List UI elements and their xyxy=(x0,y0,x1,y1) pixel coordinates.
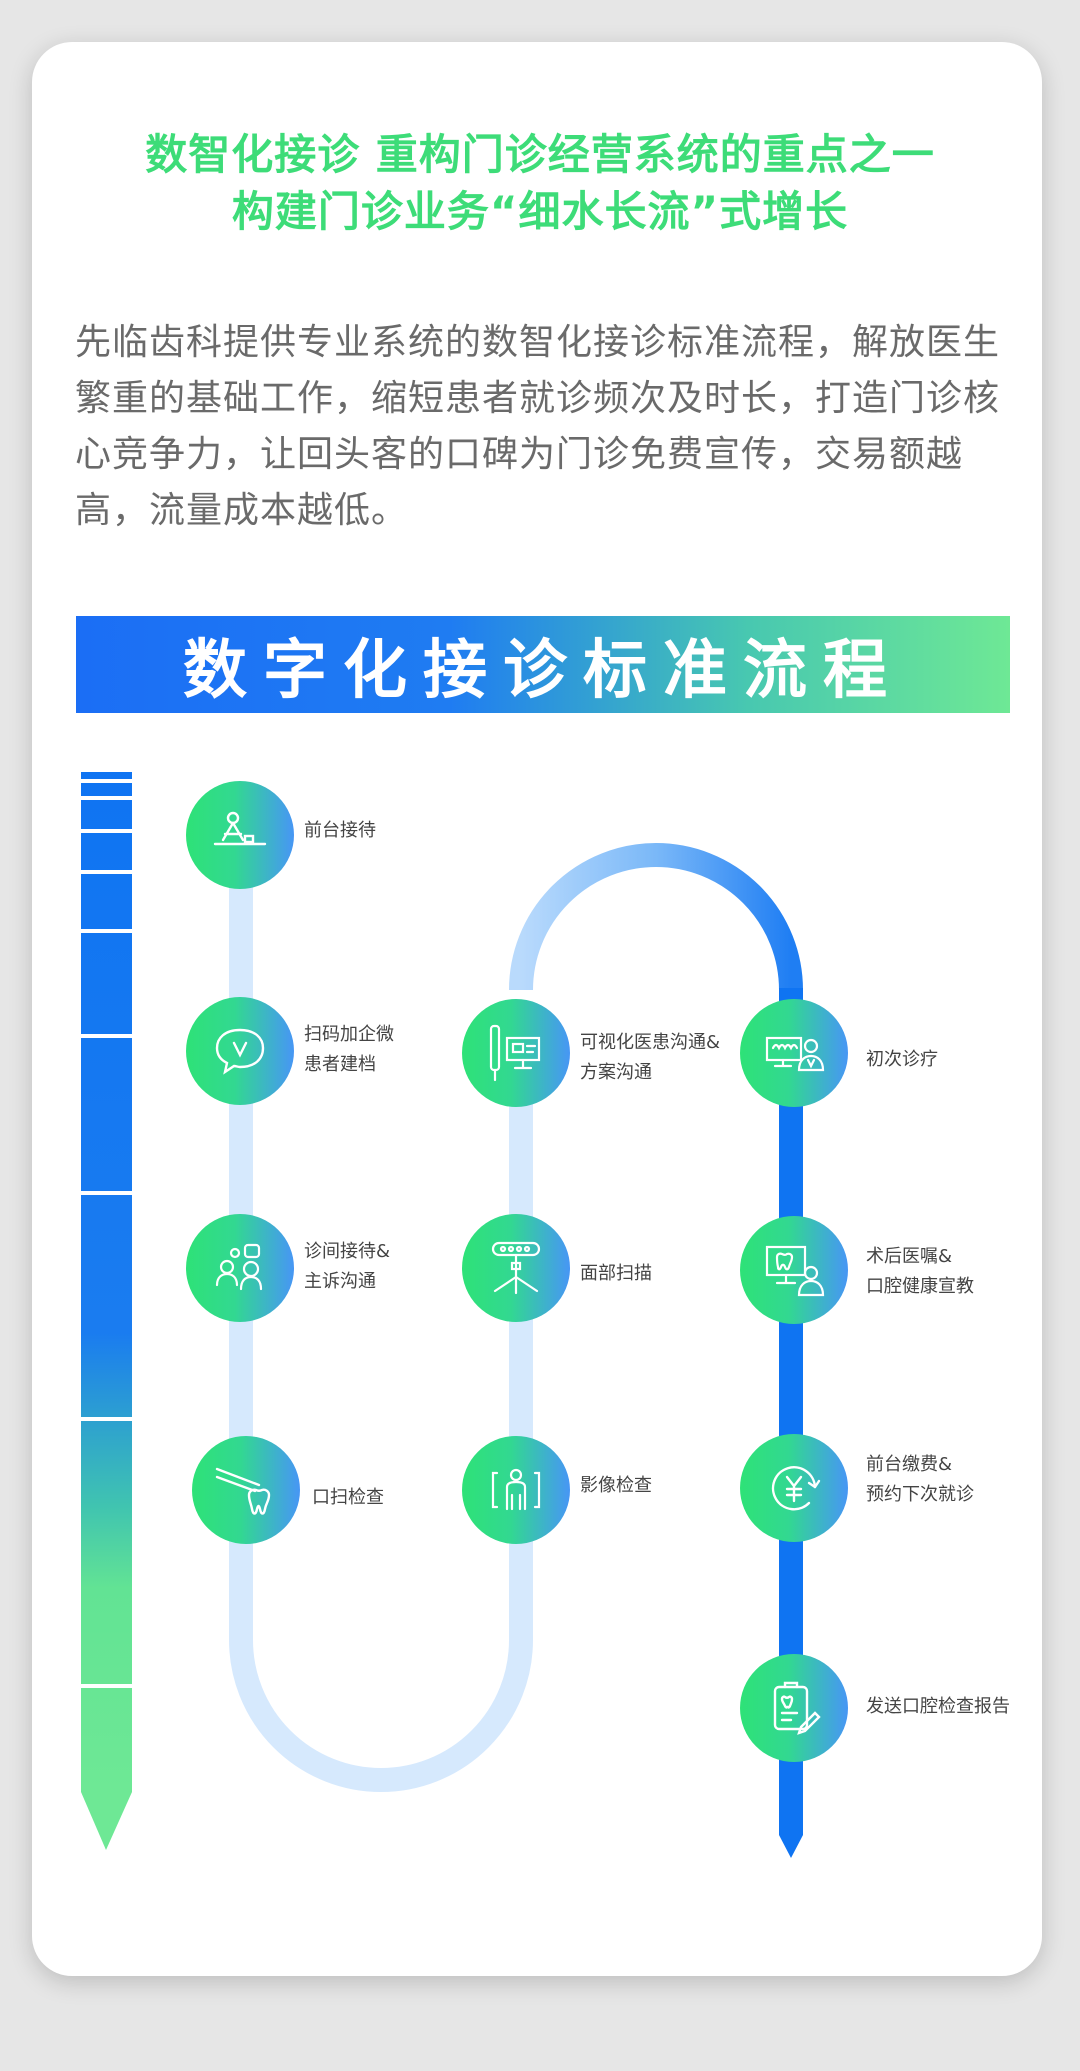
report-icon xyxy=(773,1681,821,1735)
label-post-care: 术后医嘱& 口腔健康宣教 xyxy=(866,1246,974,1297)
node-payment xyxy=(740,1434,848,1542)
label-payment: 前台缴费& 预约下次就诊 xyxy=(866,1454,974,1505)
headline-line-2: 构建门诊业务“细水长流”式增长 xyxy=(231,187,849,236)
intro-paragraph: 先临齿科提供专业系统的数智化接诊标准流程，解放医生繁重的基础工作，缩短患者就诊频… xyxy=(75,322,1001,531)
progress-bar-arrow xyxy=(81,1792,132,1850)
node-intraoral-scan xyxy=(192,1436,300,1544)
label-reception: 前台接待 xyxy=(304,820,376,841)
progress-bar xyxy=(81,772,132,1850)
label-xray: 影像检查 xyxy=(580,1475,652,1496)
payment-icon xyxy=(771,1466,821,1511)
headline-line-1: 数智化接诊 重构门诊经营系统的重点之一 xyxy=(145,130,935,179)
wechat-scan-icon xyxy=(215,1028,265,1075)
label-visual-communication: 可视化医患沟通& 方案沟通 xyxy=(580,1032,721,1083)
label-first-treatment: 初次诊疗 xyxy=(866,1049,938,1070)
consultation-icon xyxy=(215,1243,263,1291)
node-reception xyxy=(186,781,294,889)
post-care-icon xyxy=(765,1245,825,1297)
node-wechat-scan xyxy=(186,997,294,1105)
label-intraoral-scan: 口扫检查 xyxy=(312,1487,384,1508)
progress-bar-dividers xyxy=(81,779,132,1688)
node-post-care xyxy=(740,1216,848,1324)
xray-icon xyxy=(491,1468,541,1511)
track-segment-1 xyxy=(229,880,533,1792)
track-arc xyxy=(509,843,803,991)
visual-communication-icon xyxy=(489,1024,541,1082)
label-consultation: 诊间接待& 主诉沟通 xyxy=(304,1241,391,1292)
first-treatment-icon xyxy=(765,1036,825,1072)
process-banner-title: 数字化接诊标准流程 xyxy=(183,633,903,708)
node-xray xyxy=(462,1436,570,1544)
label-report: 发送口腔检查报告 xyxy=(866,1696,1010,1717)
node-consultation xyxy=(186,1214,294,1322)
node-visual-communication xyxy=(462,999,570,1107)
node-face-scan xyxy=(462,1214,570,1322)
node-report xyxy=(740,1654,848,1762)
node-first-treatment xyxy=(740,999,848,1107)
progress-bar-body xyxy=(81,772,132,1792)
intraoral-scan-icon xyxy=(215,1467,271,1515)
label-wechat-scan: 扫码加企微 患者建档 xyxy=(304,1024,394,1075)
track-arrow xyxy=(779,1835,803,1858)
process-banner: 数字化接诊标准流程 xyxy=(76,616,1010,713)
face-scanner-icon xyxy=(491,1241,541,1295)
label-face-scan: 面部扫描 xyxy=(580,1263,652,1284)
reception-desk-icon xyxy=(213,811,267,846)
